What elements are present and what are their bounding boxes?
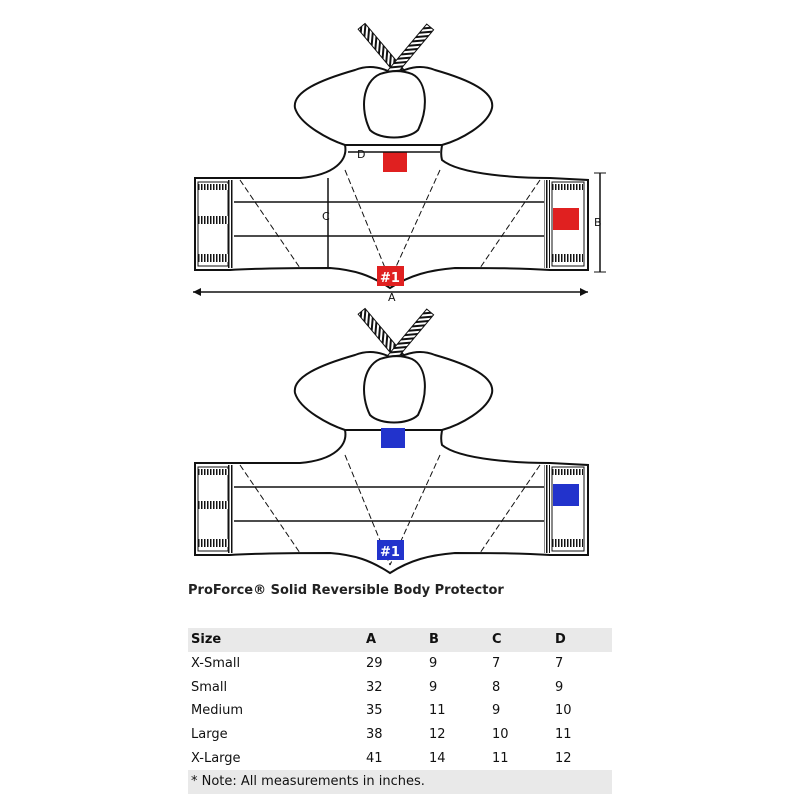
protector-red-side: #1 D C B A: [193, 22, 606, 304]
table-row: Small 32 9 8 9: [188, 675, 612, 699]
table-row: Large 38 12 10 11: [188, 723, 612, 747]
header-b: B: [426, 628, 489, 652]
badge-number-blue: #1: [380, 545, 400, 560]
measurement-note: * Note: All measurements in inches.: [188, 770, 612, 794]
dimension-c: C: [322, 178, 330, 268]
torso-panel: [194, 429, 589, 575]
cell-c: 9: [492, 703, 501, 719]
proforce-logo-chest-red: [383, 152, 407, 172]
table-note-row: * Note: All measurements in inches.: [188, 770, 612, 794]
dimension-label-d: D: [357, 148, 365, 161]
cell-size: X-Small: [191, 656, 241, 672]
cell-d: 9: [555, 679, 564, 695]
table-row: X-Large 41 14 11 12: [188, 746, 612, 770]
proforce-logo-side-red: [553, 208, 579, 230]
cell-b: 11: [429, 703, 446, 719]
table-header-row: Size A B C D: [188, 628, 612, 652]
cell-d: 7: [555, 656, 564, 672]
number-one-badge-red: #1: [377, 266, 404, 286]
body-protector-diagrams: #1 D C B A: [193, 22, 606, 575]
neck-opening: [363, 355, 426, 424]
cell-c: 7: [492, 656, 501, 672]
number-one-badge-blue: #1: [377, 540, 404, 560]
torso-panel: [194, 144, 589, 290]
cell-b: 14: [429, 750, 446, 766]
size-chart-table: Size A B C D X-Small 29 9 7 7 Small 32 9…: [188, 628, 612, 794]
dimension-label-b: B: [594, 216, 602, 229]
protector-blue-side: #1: [194, 307, 589, 575]
neck-opening: [363, 70, 426, 139]
side-panel-right: [551, 466, 585, 552]
proforce-logo-side-blue: [553, 484, 579, 506]
cell-size: Small: [191, 679, 228, 695]
product-title: ProForce® Solid Reversible Body Protecto…: [188, 583, 504, 598]
cell-size: Large: [191, 727, 228, 743]
cell-c: 11: [492, 750, 509, 766]
table-row: Medium 35 11 9 10: [188, 699, 612, 723]
cell-d: 12: [555, 750, 572, 766]
cell-c: 8: [492, 679, 501, 695]
cell-b: 12: [429, 727, 446, 743]
header-a: A: [363, 628, 426, 652]
cell-a: 41: [366, 750, 383, 766]
proforce-logo-chest-blue: [381, 428, 405, 448]
dimension-a: A: [193, 288, 588, 304]
cell-a: 35: [366, 703, 383, 719]
cell-d: 10: [555, 703, 572, 719]
cell-b: 9: [429, 656, 438, 672]
cell-a: 32: [366, 679, 383, 695]
dimension-label-c: C: [322, 210, 330, 223]
dimension-d: D: [348, 148, 440, 161]
cell-size: X-Large: [191, 750, 241, 766]
header-c: C: [489, 628, 552, 652]
cell-b: 9: [429, 679, 438, 695]
cell-size: Medium: [191, 703, 243, 719]
cell-c: 10: [492, 727, 509, 743]
dimension-b: B: [594, 172, 606, 273]
dimension-label-a: A: [388, 291, 396, 304]
cell-a: 38: [366, 727, 383, 743]
header-size: Size: [188, 628, 363, 652]
cell-a: 29: [366, 656, 383, 672]
badge-number-red: #1: [380, 271, 400, 286]
table-row: X-Small 29 9 7 7: [188, 652, 612, 676]
header-d: D: [552, 628, 612, 652]
cell-d: 11: [555, 727, 572, 743]
